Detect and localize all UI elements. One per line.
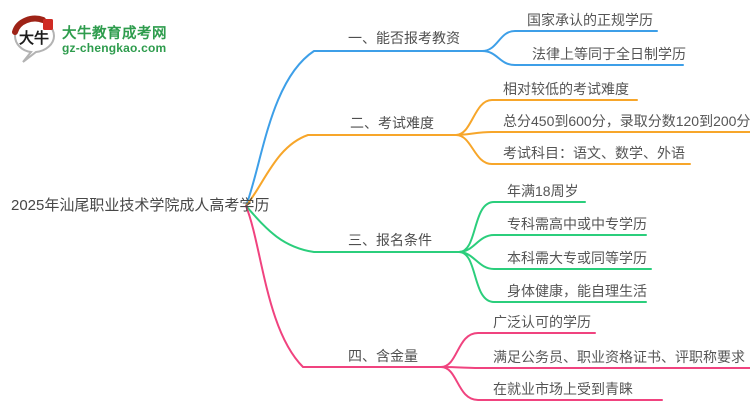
branch-1-label: 一、能否报考教资 [348,30,460,46]
branch-1-child-2-line [481,50,684,66]
branch-4-child-3-line [440,366,663,401]
leaf-1-1: 国家承认的正规学历 [527,12,653,28]
leaf-1-2: 法律上等同于全日制学历 [532,46,686,62]
leaf-4-3: 在就业市场上受到青睐 [493,381,633,397]
leaf-3-3: 本科需大专或同等学历 [507,250,647,266]
leaf-2-1: 相对较低的考试难度 [503,81,629,97]
branch-4-child-2-line [440,366,750,369]
logo-mark-text: 大牛 [19,29,49,47]
branch-3-main-line [245,205,460,253]
site-logo: 大牛 大牛教育成考网 gz-chengkao.com [10,14,210,74]
branch-4-lines [245,205,750,401]
branch-4-label: 四、含金量 [348,348,418,364]
branch-4-child-1-line [440,332,596,368]
branch-2-child-2-line [455,131,750,136]
leaf-2-3: 考试科目：语文、数学、外语 [503,145,685,161]
branch-2-lines [245,99,750,207]
branch-2-main-line [245,134,457,207]
leaf-3-4: 身体健康，能自理生活 [507,283,647,299]
leaf-2-2: 总分450到600分，录取分数120到200分 [503,113,750,129]
leaf-4-2: 满足公务员、职业资格证书、评职称要求 [493,349,745,365]
branch-4-main-line [245,205,442,368]
branch-3-label: 三、报名条件 [348,232,432,248]
leaf-3-2: 专科需高中或中专学历 [507,216,647,232]
branch-3-lines [245,201,652,303]
branch-1-main-line [245,50,483,207]
branch-2-label: 二、考试难度 [350,115,434,131]
logo-bubble-icon: 大牛 [12,15,56,63]
root-topic: 2025年汕尾职业技术学院成人高考学历 [11,197,270,214]
leaf-3-1: 年满18周岁 [507,183,579,199]
leaf-4-1: 广泛认可的学历 [493,314,591,330]
logo-subtitle: gz-chengkao.com [62,41,167,55]
branch-3-child-1-line [458,201,586,253]
logo-title: 大牛教育成考网 [62,26,167,42]
branch-1-child-1-line [481,30,658,52]
red-seal-stamp [43,19,53,30]
branch-2-child-1-line [455,99,638,136]
branch-2-child-3-line [455,134,691,165]
branch-1-lines [245,30,684,207]
branch-3-child-2-line [458,234,647,253]
red-arc-hat [12,15,46,35]
branch-3-child-4-line [458,251,647,303]
